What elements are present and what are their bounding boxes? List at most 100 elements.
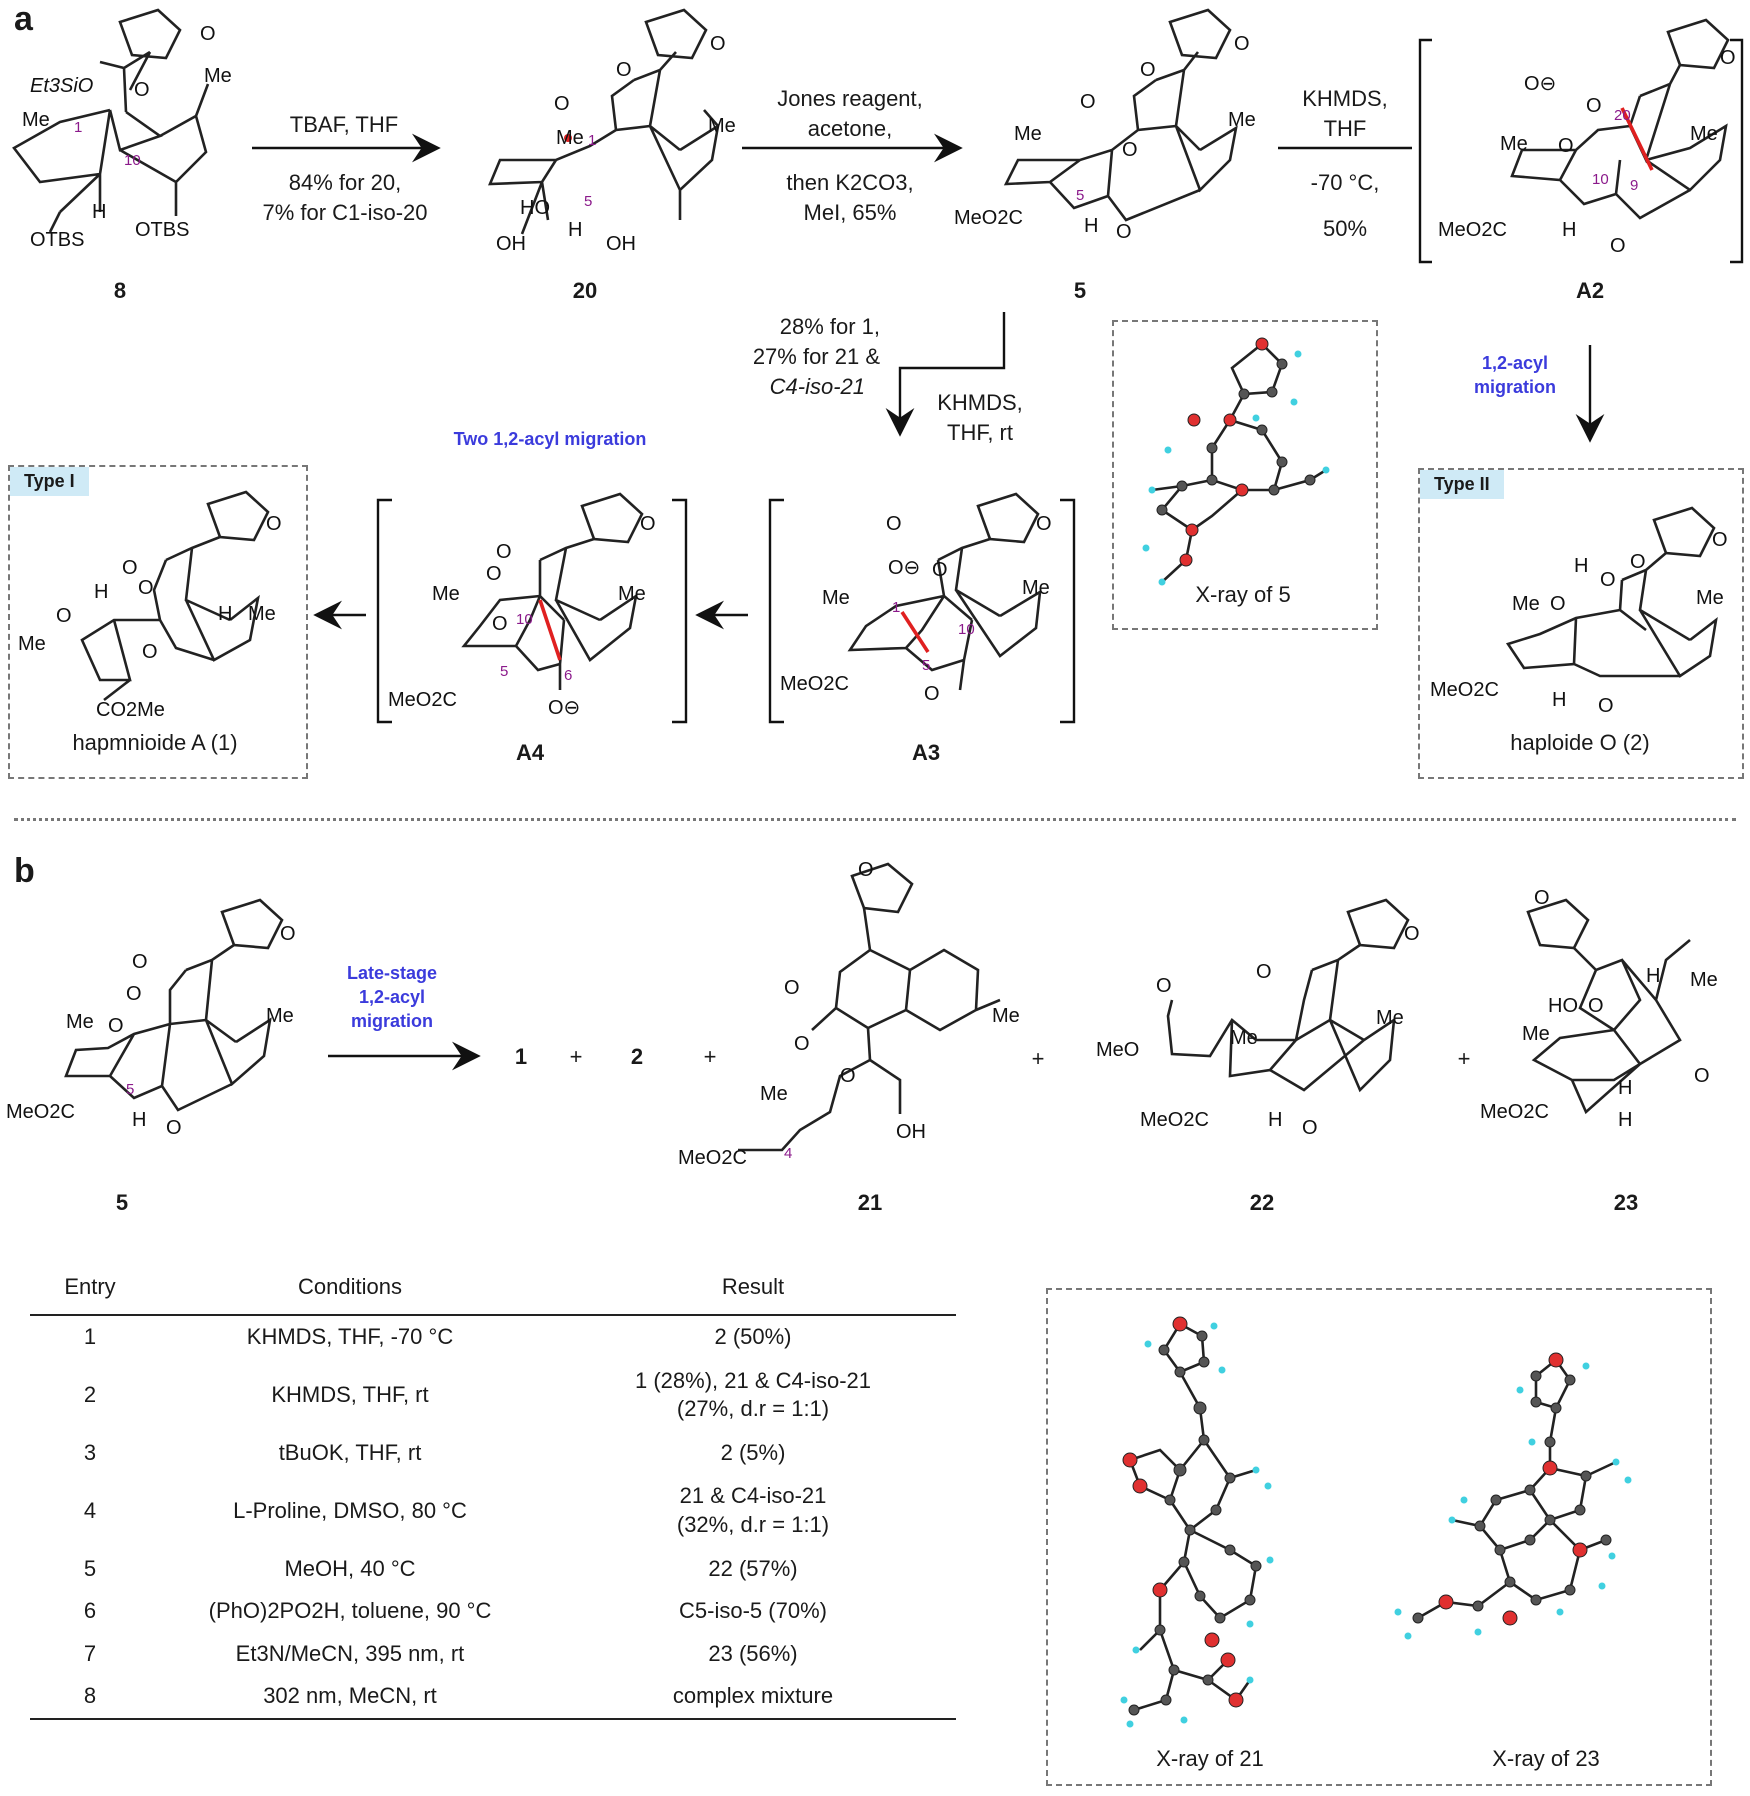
svg-text:MeO2C: MeO2C (388, 689, 457, 711)
result-cell: 1 (28%), 21 & C4-iso-21 (27%, d.r = 1:1) (635, 1367, 871, 1422)
svg-text:MeO: MeO (1096, 1039, 1139, 1061)
svg-text:20: 20 (1614, 107, 1631, 124)
svg-text:9: 9 (1630, 177, 1638, 194)
svg-text:O: O (1712, 529, 1728, 551)
svg-text:Me: Me (1500, 133, 1528, 155)
svg-text:Me: Me (1690, 969, 1718, 991)
structure-23: O HO O Me H Me O MeO2C H H (1480, 887, 1718, 1131)
late-stage-2: 1,2-acyl (358, 987, 426, 1007)
svg-text:O: O (132, 951, 148, 973)
result-cell: 23 (56%) (708, 1640, 798, 1666)
svg-text:CO2Me: CO2Me (96, 699, 165, 721)
step3-yield: 50% (1322, 216, 1368, 241)
xray23-caption: X-ray of 23 (1492, 1746, 1600, 1771)
entry-cell: 7 (83, 1640, 97, 1666)
type1-box (8, 465, 308, 779)
svg-text:O: O (1630, 551, 1646, 573)
label-A3: A3 (911, 740, 941, 765)
svg-text:10: 10 (516, 611, 533, 628)
svg-text:O: O (1586, 95, 1602, 117)
label-23: 23 (1613, 1190, 1639, 1215)
entry-cell: 4 (83, 1497, 97, 1523)
svg-text:5: 5 (584, 193, 592, 210)
structure-22: O O MeO Me O Me MeO2C H O (1096, 898, 1420, 1139)
xray-structure-5 (1142, 337, 1330, 586)
svg-text:HO: HO (520, 197, 550, 219)
label-21: 21 (857, 1190, 883, 1215)
svg-text:OTBS: OTBS (30, 229, 84, 251)
down-yield-2: 27% for 21 & (752, 344, 880, 369)
svg-text:O: O (122, 557, 138, 579)
structure-A4: O O O Me O 10 5 6 Me MeO2C O⊖ (388, 492, 656, 719)
svg-text:MeO2C: MeO2C (954, 207, 1023, 229)
svg-text:O: O (496, 541, 512, 563)
structure-1: O O O H O Me O H Me CO2Me (18, 490, 282, 721)
svg-text:O: O (1598, 695, 1614, 717)
svg-text:O: O (886, 513, 902, 535)
svg-text:HO: HO (1548, 995, 1578, 1017)
conditions-cell: L-Proline, DMSO, 80 °C (233, 1497, 467, 1523)
step1-yield-2: 7% for C1-iso-20 (262, 200, 428, 225)
header-entry: Entry (30, 1262, 150, 1316)
svg-text:H: H (1574, 555, 1588, 577)
plus-3: + (1031, 1046, 1045, 1071)
svg-text:Me: Me (1522, 1023, 1550, 1045)
svg-text:1: 1 (892, 599, 900, 616)
svg-text:O: O (1588, 995, 1604, 1017)
svg-text:H: H (1552, 689, 1566, 711)
plus-4: + (1457, 1046, 1471, 1071)
svg-text:O: O (710, 33, 726, 55)
result-cell: complex mixture (550, 1675, 956, 1720)
svg-text:O: O (932, 559, 948, 581)
svg-text:O: O (1302, 1117, 1318, 1139)
svg-text:OH: OH (496, 233, 526, 255)
acyl-migration-2: migration (1473, 377, 1556, 397)
svg-text:10: 10 (1592, 171, 1609, 188)
svg-text:5: 5 (1076, 187, 1084, 204)
conditions-cell: tBuOK, THF, rt (278, 1439, 422, 1465)
svg-text:O: O (492, 613, 508, 635)
step2-reagent-1: Jones reagent, (777, 86, 923, 111)
plus-2: + (703, 1044, 717, 1069)
late-stage-1: Late-stage (346, 963, 438, 983)
svg-text:MeO2C: MeO2C (1438, 219, 1507, 241)
svg-text:MeO2C: MeO2C (1430, 679, 1499, 701)
svg-text:H: H (1084, 215, 1098, 237)
svg-text:H: H (1268, 1109, 1282, 1131)
type1-badge: Type I (10, 467, 89, 496)
conditions-cell: KHMDS, THF, rt (271, 1381, 429, 1407)
svg-text:OH: OH (896, 1121, 926, 1143)
svg-text:O: O (1404, 923, 1420, 945)
svg-text:H: H (218, 603, 232, 625)
svg-text:5: 5 (126, 1081, 134, 1098)
svg-text:O: O (138, 577, 154, 599)
entry-cell: 3 (83, 1439, 97, 1465)
svg-text:O: O (1534, 887, 1550, 909)
svg-text:Me: Me (1512, 593, 1540, 615)
structure-20: O O O Me 1 HO 5 Me H OH OH (488, 8, 736, 255)
conditions-cell: Et3N/MeCN, 395 nm, rt (235, 1640, 465, 1666)
svg-text:H: H (1618, 1077, 1632, 1099)
type2-badge: Type II (1420, 470, 1504, 499)
svg-text:H: H (1646, 965, 1660, 987)
conditions-cell: MeOH, 40 °C (284, 1555, 416, 1581)
svg-text:H: H (1562, 219, 1576, 241)
svg-text:10: 10 (124, 152, 141, 169)
acyl-migration-1: 1,2-acyl (1481, 353, 1549, 373)
svg-text:H: H (132, 1109, 146, 1131)
svg-text:O: O (1610, 235, 1626, 257)
entry-cell: 6 (83, 1598, 97, 1624)
svg-text:H: H (92, 201, 106, 223)
svg-text:MeO2C: MeO2C (1480, 1101, 1549, 1123)
svg-text:Me: Me (1376, 1007, 1404, 1029)
header-result: Result (550, 1262, 956, 1316)
header-conditions: Conditions (150, 1262, 550, 1316)
label-22: 22 (1249, 1190, 1275, 1215)
step2-reagent-2: acetone, (807, 116, 893, 141)
result-cell: 2 (5%) (720, 1439, 786, 1465)
svg-text:O: O (142, 641, 158, 663)
